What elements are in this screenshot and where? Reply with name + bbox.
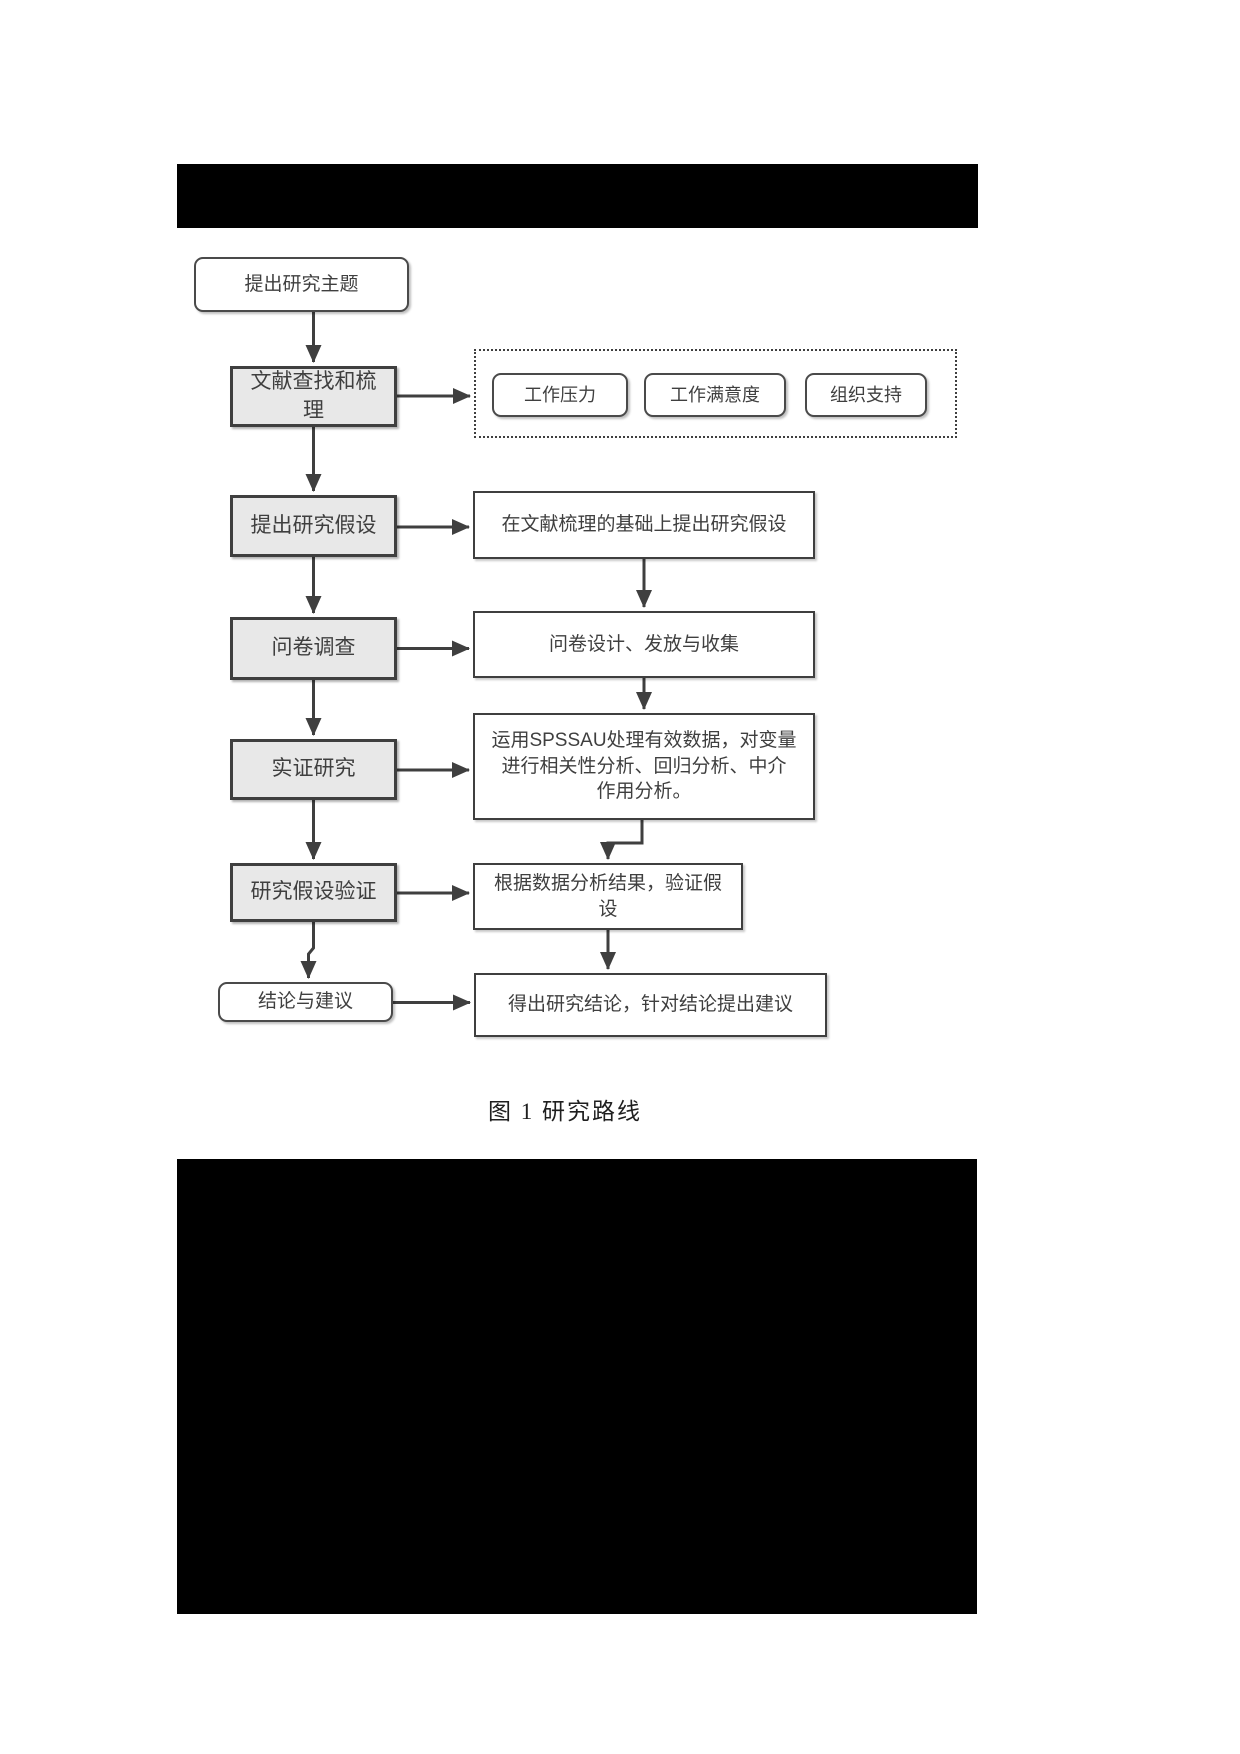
redaction-block-top (177, 164, 978, 228)
flow-box-conclusion: 结论与建议 (218, 982, 393, 1022)
keyword-box-job-satisfaction: 工作满意度 (644, 373, 786, 417)
flow-box-literature: 文献查找和梳 理 (230, 366, 397, 427)
keyword-box-work-stress: 工作压力 (492, 373, 628, 417)
keyword-box-org-support: 组织支持 (805, 373, 927, 417)
flow-box-empirical: 实证研究 (230, 739, 397, 800)
detail-box-conclusion: 得出研究结论，针对结论提出建议 (474, 973, 827, 1037)
redaction-block-bottom (177, 1159, 977, 1614)
connector-verification-conclusion (300, 922, 317, 979)
detail-box-survey: 问卷设计、发放与收集 (473, 611, 815, 678)
flow-box-topic: 提出研究主题 (194, 257, 409, 312)
connector-detail3-detail4 (600, 820, 644, 860)
flow-box-survey: 问卷调查 (230, 617, 397, 680)
figure-caption: 图 1 研究路线 (488, 1099, 642, 1124)
detail-box-hypothesis: 在文献梳理的基础上提出研究假设 (473, 491, 815, 559)
detail-box-analysis: 运用SPSSAU处理有效数据，对变量 进行相关性分析、回归分析、中介 作用分析。 (473, 713, 815, 820)
flow-box-hypothesis: 提出研究假设 (230, 495, 397, 557)
flow-box-verification: 研究假设验证 (230, 863, 397, 922)
detail-box-verification: 根据数据分析结果，验证假 设 (473, 863, 743, 930)
